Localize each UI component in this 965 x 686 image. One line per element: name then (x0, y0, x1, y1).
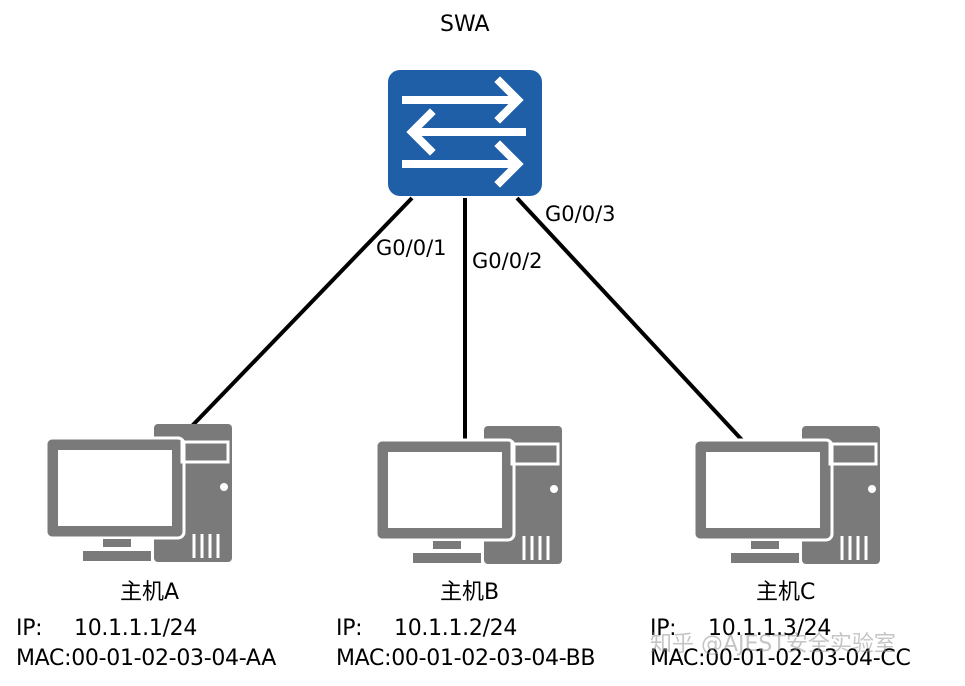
host-c-mac-label: MAC: (650, 646, 706, 671)
host-b-mac: MAC:00-01-02-03-04-BB (336, 646, 595, 672)
host-c-ip: 10.1.1.3/24 (708, 616, 832, 641)
pc-icon-b[interactable] (376, 426, 562, 568)
host-b-name: 主机B (440, 580, 500, 605)
link-g0-0-3 (515, 196, 744, 442)
port-label-g0-0-1: G0/0/1 (376, 236, 447, 260)
host-a-mac-value: 00-01-02-03-04-AA (71, 646, 277, 671)
host-b-mac-value: 00-01-02-03-04-BB (391, 646, 596, 671)
switch-name: SWA (440, 12, 490, 37)
host-b-mac-label: MAC: (336, 646, 392, 671)
host-a-ip: 10.1.1.1/24 (74, 616, 198, 641)
pc-icon-c[interactable] (694, 426, 880, 568)
host-c-mac-value: 00-01-02-03-04-CC (705, 646, 911, 671)
link-g0-0-1 (188, 196, 414, 430)
host-a-mac-label: MAC: (16, 646, 72, 671)
pc-icon-a[interactable] (46, 424, 232, 566)
port-label-g0-0-2: G0/0/2 (472, 249, 543, 273)
host-a-name: 主机A (120, 580, 180, 605)
host-c-ip-label: IP: (650, 616, 677, 641)
host-a-ip-label: IP: (16, 616, 43, 641)
host-c-name: 主机C (756, 580, 816, 605)
switch-icon[interactable] (388, 70, 542, 196)
watermark: 知乎 @AJEST安全实验室 (650, 632, 896, 657)
port-label-g0-0-3: G0/0/3 (545, 202, 616, 226)
host-a-mac: MAC:00-01-02-03-04-AA (16, 646, 276, 672)
host-c-mac: MAC:00-01-02-03-04-CC (650, 646, 911, 672)
host-b-ip-label: IP: (336, 616, 363, 641)
host-b-ip: 10.1.1.2/24 (394, 616, 518, 641)
